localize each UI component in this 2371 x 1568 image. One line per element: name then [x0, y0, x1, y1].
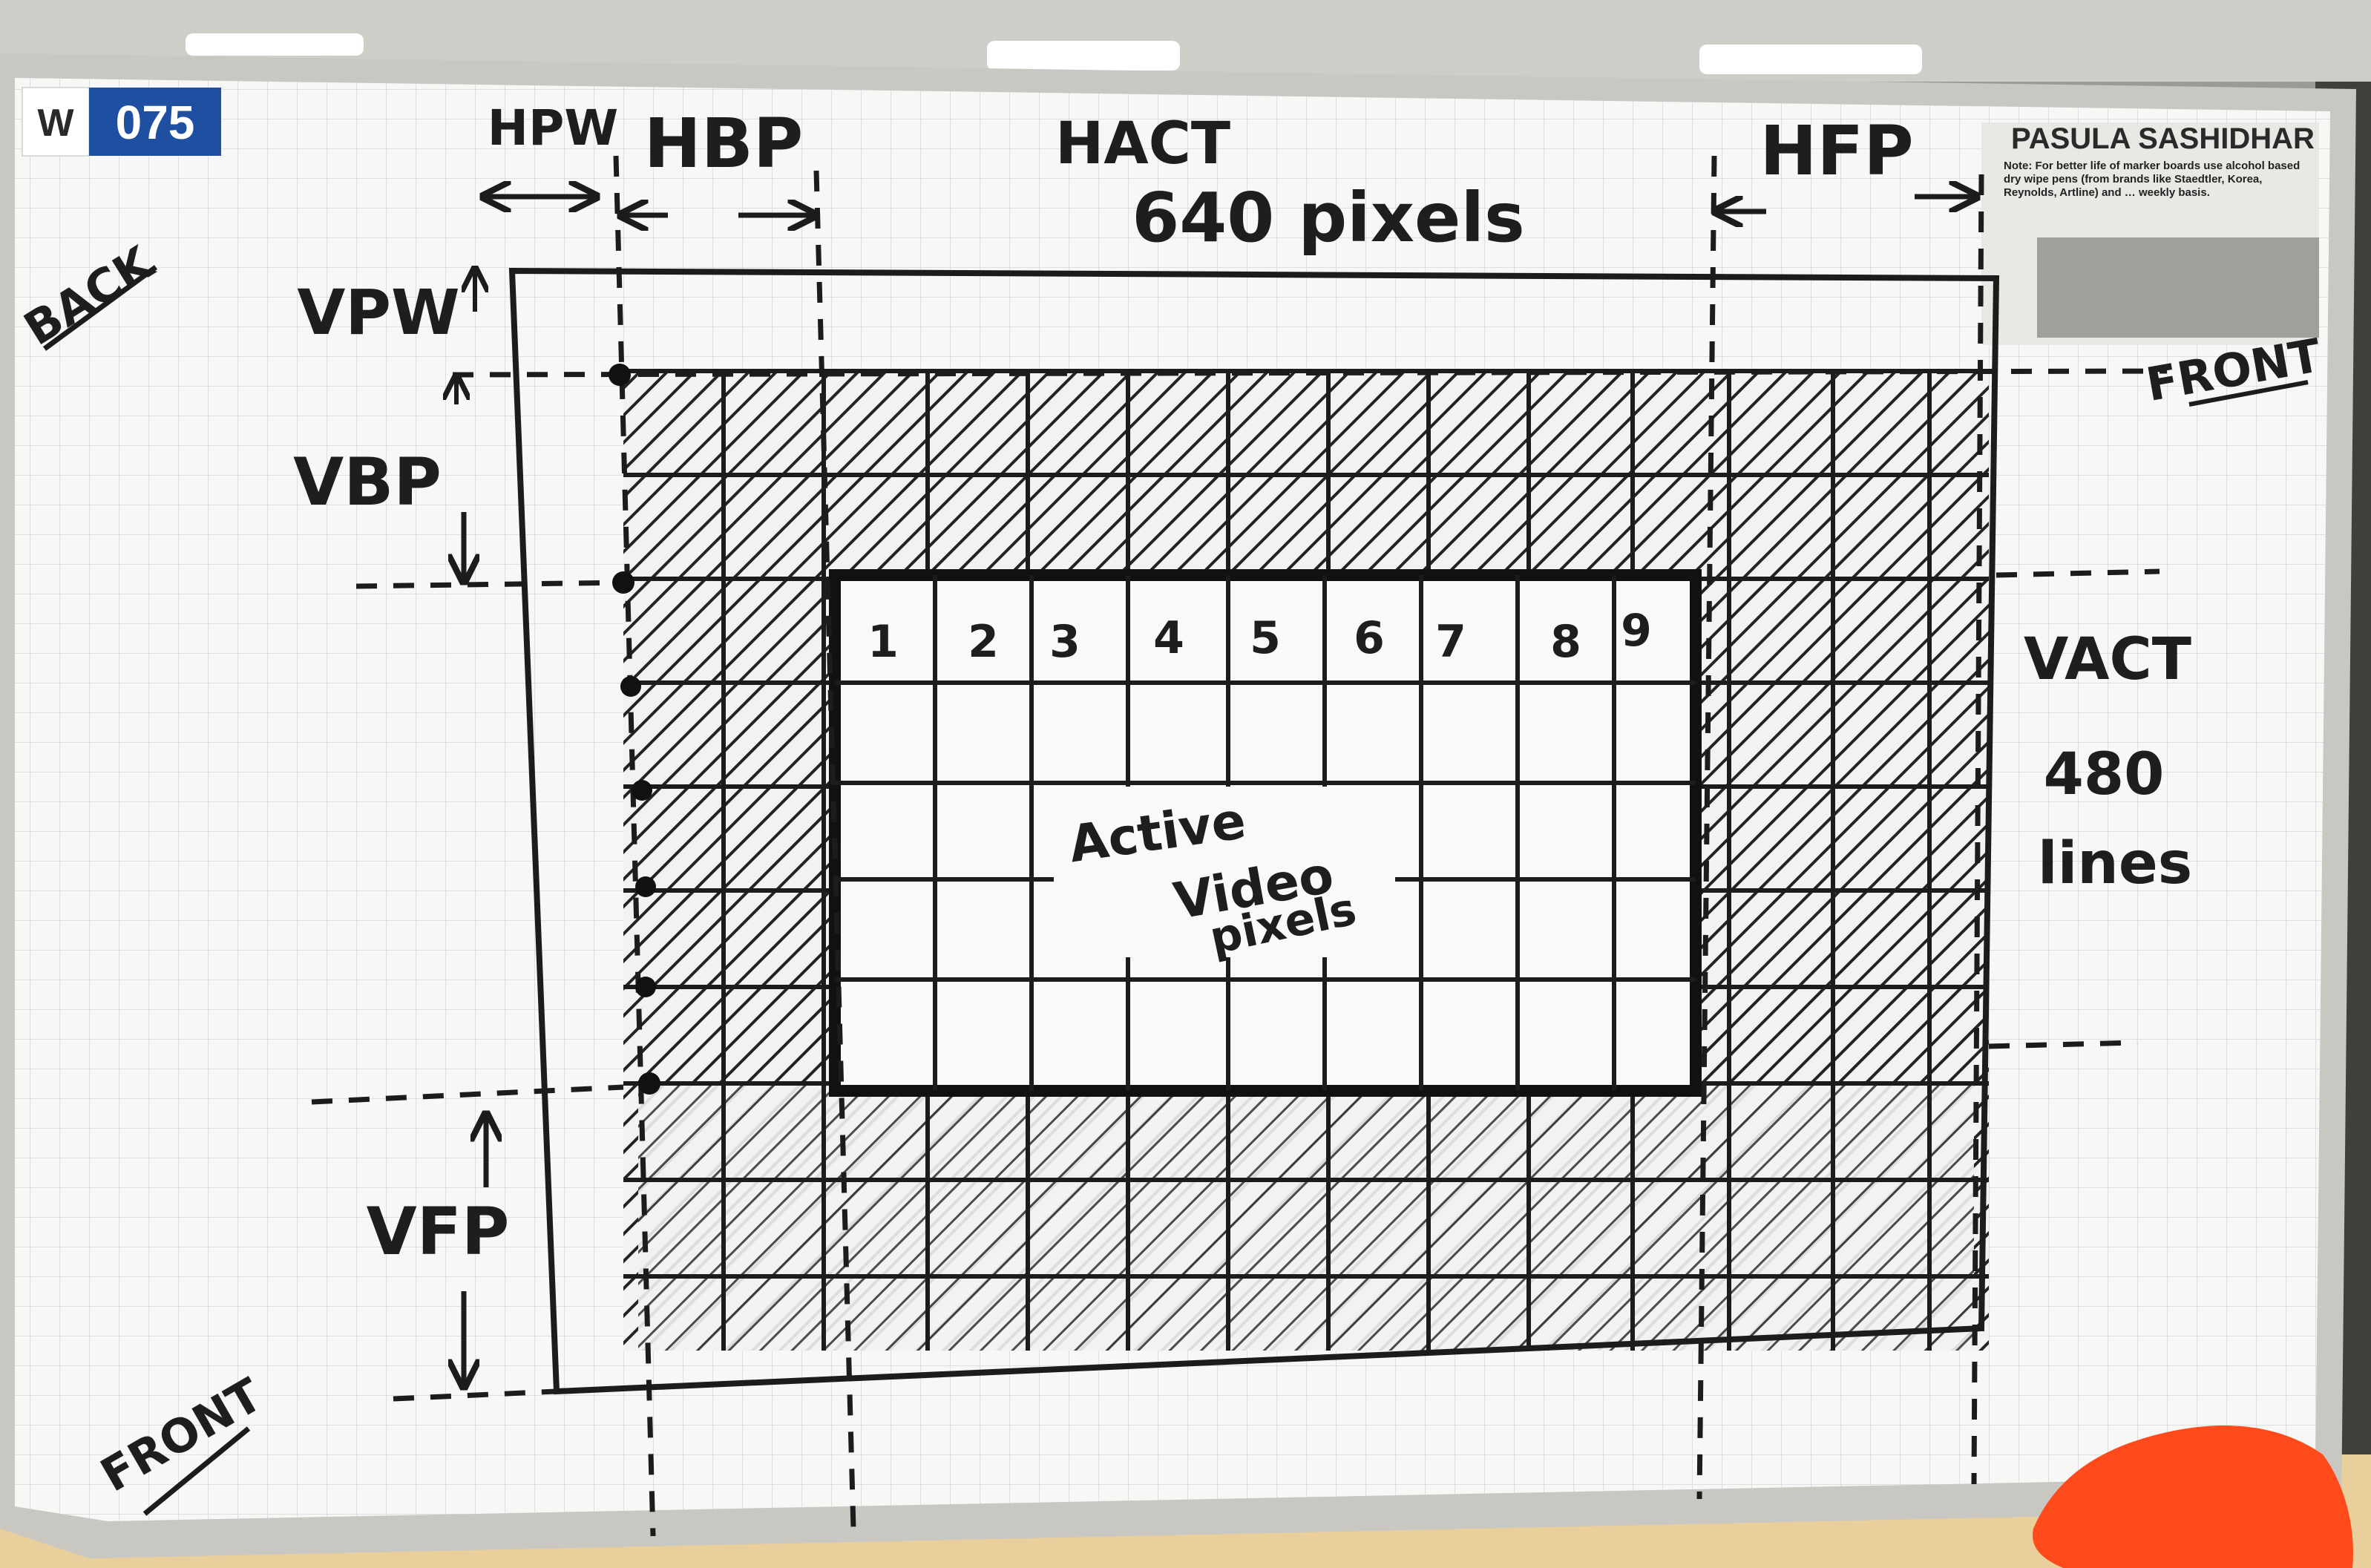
ceiling-light	[1699, 45, 1922, 74]
front-porch-region	[638, 1083, 1974, 1351]
vertical-timing-labels: VPW VBP VFP VACT 480 lines	[293, 271, 2192, 1384]
horizontal-timing-labels: HPW HBP HACT 640 pixels HFP	[486, 99, 1974, 257]
hbp-label: HBP	[644, 104, 804, 183]
total-frame-outline	[508, 267, 2000, 1395]
back-underline	[42, 265, 158, 351]
vfp-label: VFP	[367, 1193, 510, 1270]
pixel-number: 4	[1153, 612, 1184, 664]
line-sync-dots	[609, 364, 660, 1095]
boundary-dashes	[311, 155, 2168, 1537]
front-bottom-underline	[142, 1426, 251, 1516]
hact-label: HACT	[1055, 111, 1230, 177]
owner-label: PASULA SASHIDHAR	[2011, 122, 2315, 155]
ceiling-light	[987, 41, 1180, 70]
pixel-number: 7	[1435, 616, 1466, 668]
pixel-number: 2	[968, 616, 999, 668]
hpw-label: HPW	[488, 99, 618, 157]
owner-sticker: PASULA SASHIDHAR Note: For better life o…	[1981, 122, 2319, 345]
pixel-number: 1	[868, 616, 899, 668]
pixel-number: 8	[1550, 616, 1581, 668]
board-id-badge: W 075	[22, 87, 221, 157]
maintenance-note: Note: For better life of marker boards u…	[2004, 160, 2301, 199]
vact-unit: lines	[2038, 830, 2192, 897]
pixel-number: 9	[1621, 605, 1652, 657]
vact-label: VACT	[2024, 626, 2191, 693]
front-right-underline	[2188, 380, 2309, 407]
pixel-number: 6	[1354, 612, 1385, 664]
pixel-number: 3	[1049, 616, 1080, 668]
vact-value: 480	[2044, 741, 2165, 808]
ceiling-light	[186, 33, 364, 56]
badge-prefix: W	[37, 102, 74, 145]
eraser-cloth	[2033, 1426, 2353, 1568]
worn-tape	[2037, 237, 2319, 338]
badge-number: 075	[116, 96, 195, 149]
vbp-label: VBP	[293, 444, 442, 520]
hfp-label: HFP	[1760, 111, 1913, 191]
active-video-area: 1 2 3 4 5 6 7 8 9 Active Video pixels	[829, 569, 1702, 1097]
vpw-label: VPW	[297, 276, 459, 349]
hact-value: 640 pixels	[1132, 178, 1525, 257]
pixel-number: 5	[1250, 612, 1281, 664]
